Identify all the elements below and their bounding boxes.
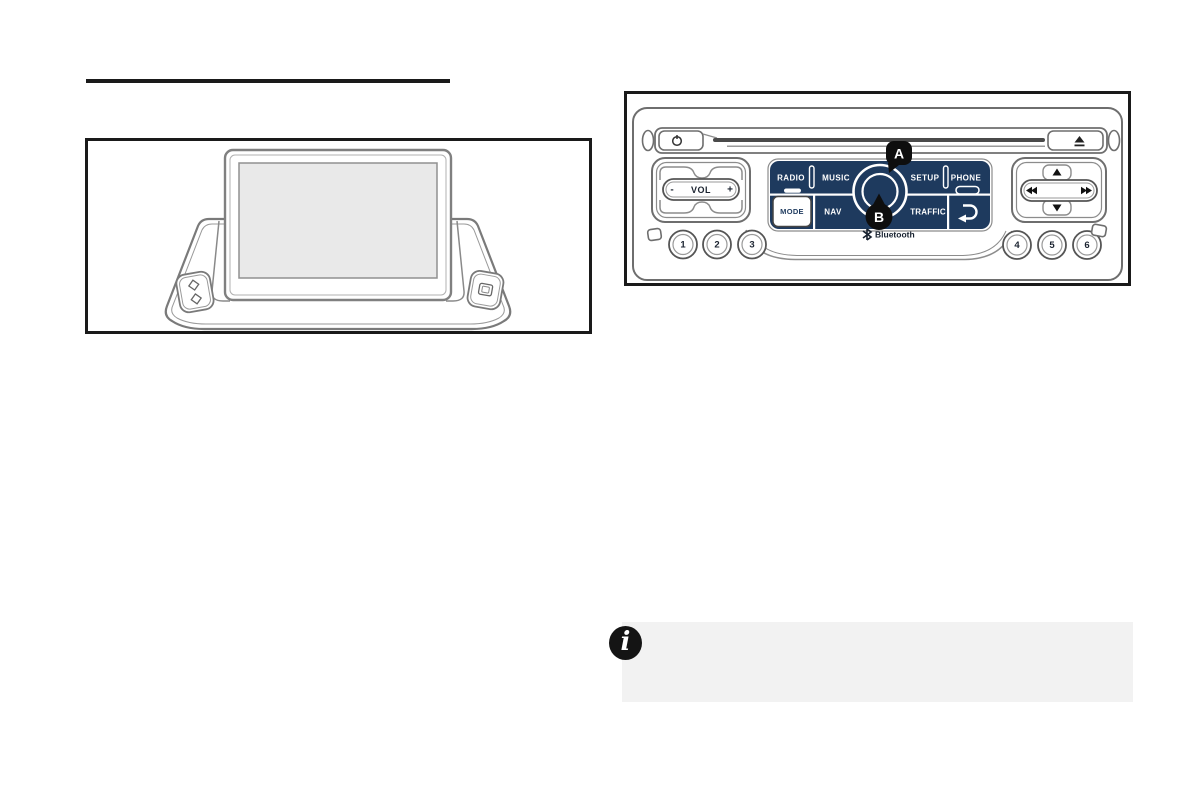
display-unit-drawing (164, 148, 512, 331)
nav-button-label: NAV (824, 208, 842, 217)
mode-button-label: MODE (780, 207, 804, 216)
volume-label: VOL (691, 185, 711, 195)
cd-slot (641, 127, 1121, 154)
radio-button-label: RADIO (777, 174, 805, 183)
diamond-buttons-icon (190, 293, 203, 305)
mounting-tabs (646, 223, 1108, 242)
dpad-panel (1011, 157, 1107, 223)
callout-b-label: B (874, 209, 884, 225)
power-icon (671, 135, 683, 147)
svg-text:2: 2 (714, 240, 719, 251)
display-unit-figure (85, 138, 592, 334)
callout-b-badge: B (865, 193, 893, 230)
svg-text:6: 6 (1084, 240, 1089, 251)
preset-button-4: 4 (1002, 230, 1032, 260)
radio-unit-drawing: - VOL + RADIO MUSIC SETUP PHONE MODE NAV… (632, 107, 1123, 281)
mode-button (772, 195, 812, 228)
double-right-arrow-icon (1081, 186, 1092, 195)
svg-text:4: 4 (1014, 240, 1020, 251)
volume-panel: - VOL + (651, 157, 751, 223)
traffic-button-label: TRAFFIC (910, 208, 946, 217)
cd-slot-slit (713, 138, 1045, 142)
right-button-pod (466, 270, 505, 311)
power-button (658, 130, 704, 151)
setup-button-label: SETUP (911, 174, 940, 183)
bluetooth-caption: Bluetooth (862, 228, 915, 241)
menu-panel: RADIO MUSIC SETUP PHONE MODE NAV TRAFFIC (767, 141, 993, 232)
bluetooth-icon (862, 228, 873, 241)
screen-button-icon (477, 282, 494, 297)
section-title-rule (86, 79, 450, 83)
preset-button-6: 6 (1072, 230, 1102, 260)
indicator-light (942, 165, 949, 189)
preset-button-5: 5 (1037, 230, 1067, 260)
info-note-box (622, 622, 1133, 702)
preset-buttons: 1 2 3 4 5 6 (668, 229, 1102, 260)
back-arrow-icon (958, 204, 978, 223)
double-left-arrow-icon (1026, 186, 1037, 195)
preset-button-1: 1 (668, 229, 698, 260)
svg-text:1: 1 (680, 240, 686, 251)
music-button-label: MUSIC (822, 174, 850, 183)
diamond-buttons-icon (187, 279, 200, 291)
volume-plus: + (727, 185, 733, 196)
info-icon: i (609, 626, 642, 660)
eject-icon (1074, 136, 1085, 147)
bluetooth-label: Bluetooth (875, 230, 915, 240)
volume-minus: - (670, 185, 673, 196)
callout-a-badge: A (886, 141, 912, 173)
phone-button-label: PHONE (951, 174, 982, 183)
down-arrow-icon (1052, 204, 1062, 212)
svg-text:5: 5 (1049, 240, 1055, 251)
callout-a-label: A (894, 146, 904, 162)
preset-button-3: 3 (737, 229, 767, 260)
svg-text:3: 3 (749, 240, 754, 251)
left-button-pod (175, 270, 215, 314)
eject-button (1047, 130, 1104, 151)
popup-screen (223, 148, 453, 302)
indicator-light (808, 165, 815, 189)
screen-display-area (238, 162, 438, 279)
up-arrow-icon (1052, 168, 1062, 176)
radio-unit-figure: - VOL + RADIO MUSIC SETUP PHONE MODE NAV… (624, 91, 1131, 286)
preset-button-2: 2 (702, 229, 732, 260)
